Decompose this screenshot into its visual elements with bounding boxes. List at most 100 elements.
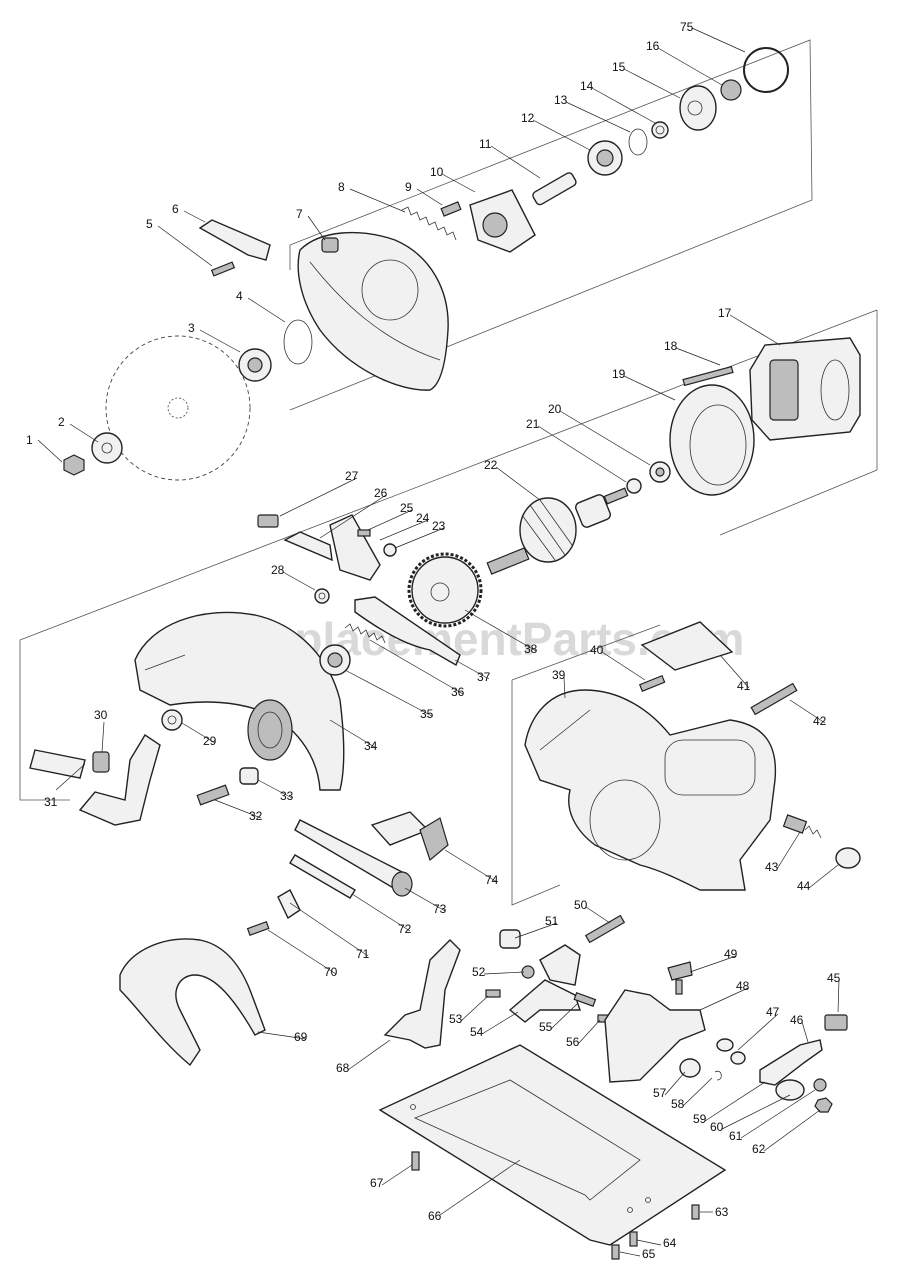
leader-line [441, 173, 476, 193]
leader-line [657, 47, 723, 86]
part-label-69: 69 [294, 1030, 308, 1044]
part-label-60: 60 [710, 1120, 724, 1134]
leader-line [369, 639, 464, 695]
leader-line [801, 1021, 809, 1043]
leader-line [537, 425, 627, 483]
leader-line [214, 799, 262, 819]
leader-lines [37, 27, 840, 1257]
part-label-24: 24 [416, 511, 430, 525]
leader-line [623, 375, 676, 401]
part-label-12: 12 [521, 111, 535, 125]
leader-line [101, 721, 105, 753]
lock-parts [257, 514, 397, 604]
leader-line [740, 1089, 816, 1139]
part-label-55: 55 [539, 1020, 553, 1034]
leader-line [279, 477, 358, 517]
part-label-66: 66 [428, 1209, 442, 1223]
part-label-47: 47 [766, 1005, 780, 1019]
armature [486, 487, 629, 575]
leader-line [319, 494, 387, 539]
part-label-33: 33 [280, 789, 294, 803]
gear [407, 552, 483, 628]
part-label-9: 9 [405, 180, 412, 194]
part-label-21: 21 [526, 417, 540, 431]
part-label-13: 13 [554, 93, 568, 107]
lock-lever [354, 596, 461, 667]
part-label-29: 29 [203, 734, 217, 748]
part-label-56: 56 [566, 1035, 580, 1049]
leader-line [289, 902, 369, 957]
brush-parts [782, 814, 861, 869]
handle [119, 938, 266, 1067]
leader-line [719, 654, 750, 689]
leader-line [439, 1159, 521, 1216]
depth-guide [604, 961, 706, 1083]
leader-line [664, 1071, 686, 1096]
leader-line [699, 987, 749, 1011]
leader-line [329, 719, 377, 749]
part-label-19: 19 [612, 367, 626, 381]
leader-line [776, 831, 801, 870]
part-label-8: 8 [338, 180, 345, 194]
part-label-71: 71 [356, 947, 370, 961]
part-label-35: 35 [420, 707, 434, 721]
leader-line [157, 225, 213, 267]
part-label-63: 63 [715, 1205, 729, 1219]
label-31 [29, 749, 86, 779]
leader-line [247, 297, 286, 323]
leader-line [55, 763, 86, 791]
leader-line [623, 68, 681, 99]
part-label-39: 39 [552, 668, 566, 682]
part-label-4: 4 [236, 289, 243, 303]
part-label-16: 16 [646, 39, 660, 53]
part-label-61: 61 [729, 1129, 743, 1143]
part-label-27: 27 [345, 469, 359, 483]
part-label-62: 62 [752, 1142, 766, 1156]
part-label-37: 37 [477, 670, 491, 684]
part-label-22: 22 [484, 458, 498, 472]
part-label-17: 17 [718, 306, 732, 320]
field-coil [749, 337, 861, 441]
leader-line [257, 1031, 307, 1040]
part-label-44: 44 [797, 879, 811, 893]
leader-line [559, 410, 651, 466]
part-label-6: 6 [172, 202, 179, 216]
leader-line [577, 1019, 601, 1045]
leader-line [837, 979, 840, 1013]
part-label-75: 75 [680, 20, 694, 34]
leader-line [729, 314, 781, 346]
part-label-70: 70 [324, 965, 338, 979]
leader-line [257, 779, 293, 799]
leader-line [199, 329, 241, 353]
part-label-25: 25 [400, 501, 414, 515]
leader-line [591, 87, 656, 124]
leader-line [460, 995, 489, 1022]
blade-guard-lower [134, 611, 345, 791]
leader-line [585, 906, 611, 924]
leader-line [454, 659, 490, 680]
part-label-1: 1 [26, 433, 33, 447]
part-label-42: 42 [813, 714, 827, 728]
leader-line [307, 215, 326, 241]
part-label-68: 68 [336, 1061, 350, 1075]
leader-line [550, 1002, 579, 1030]
leader-line [490, 145, 541, 179]
part-label-2: 2 [58, 415, 65, 429]
part-label-64: 64 [663, 1236, 677, 1250]
part-label-14: 14 [580, 79, 594, 93]
part-label-59: 59 [693, 1112, 707, 1126]
part-label-50: 50 [574, 898, 588, 912]
part-label-36: 36 [451, 685, 465, 699]
leader-line [565, 101, 631, 133]
spindle-parts [63, 47, 789, 476]
leader-line [464, 609, 537, 652]
leader-line [351, 893, 411, 932]
base-screws [411, 1151, 700, 1260]
leader-line [344, 669, 433, 717]
part-label-32: 32 [249, 809, 263, 823]
part-label-20: 20 [548, 402, 562, 416]
switch [370, 811, 449, 862]
leader-line [349, 188, 406, 213]
part-label-57: 57 [653, 1086, 667, 1100]
